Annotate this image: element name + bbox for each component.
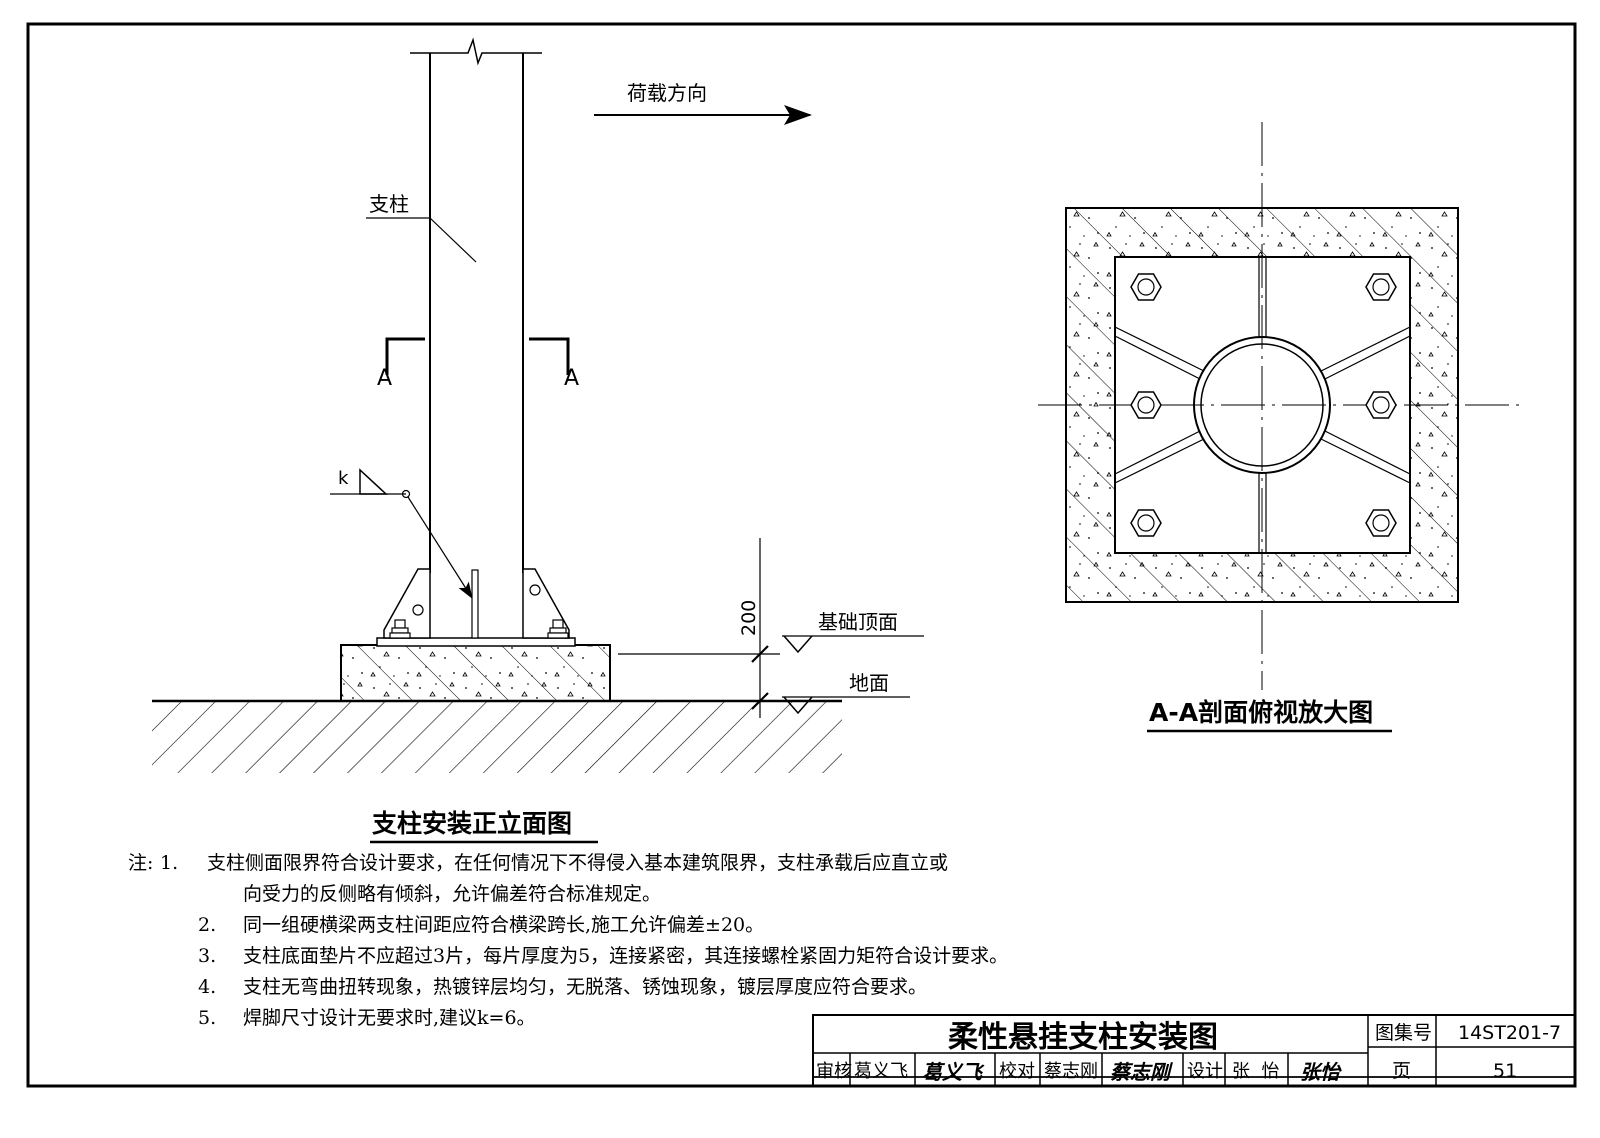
note-1-text-line-2: 向受力的反侧略有倾斜，允许偏差符合标准规定。	[243, 883, 662, 905]
center-stiffener	[471, 569, 479, 639]
note-1-line-1: 注: 1. 支柱侧面限界符合设计要求，在任何情况下不得侵入基本建筑限界，支柱承载…	[128, 848, 1128, 879]
column-label: 支柱	[369, 192, 409, 216]
check-signature: 蔡志刚	[1110, 1060, 1173, 1084]
base-plate	[376, 637, 576, 647]
bolt-mid-right	[1365, 391, 1397, 419]
ground-label: 地面	[849, 671, 889, 695]
foundation-top-marker	[783, 635, 813, 654]
bolt-mid-left	[1130, 391, 1162, 419]
signature-row-dividers	[1368, 1046, 1575, 1048]
note-3: 3. 支柱底面垫片不应超过3片，每片厚度为5，连接紧密，其连接螺栓紧固力矩符合设…	[128, 941, 1128, 972]
elevation-view: 支柱 A A 荷载方向 k 200 基础顶面 地面 支柱安装正立面图	[152, 37, 924, 844]
notes-block: 注: 1. 支柱侧面限界符合设计要求，在任何情况下不得侵入基本建筑限界，支柱承载…	[128, 848, 1128, 1034]
note-5: 5. 焊脚尺寸设计无要求时,建议k=6。	[128, 1003, 1128, 1034]
diagonal-stiffeners	[1114, 326, 1411, 484]
atlas-number: 14ST201-7	[1458, 1022, 1561, 1044]
section-letter-right: A	[564, 366, 579, 391]
review-name: 葛义飞	[854, 1061, 908, 1082]
note-1-line-2: 向受力的反侧略有倾斜，允许偏差符合标准规定。	[128, 879, 1128, 910]
drawing-title: 柔性悬挂支柱安装图	[948, 1020, 1218, 1055]
bolt-top-right	[1365, 273, 1397, 301]
load-direction-label: 荷载方向	[627, 81, 707, 105]
design-name: 张 怡	[1232, 1061, 1279, 1082]
break-line	[410, 37, 542, 66]
notes-prefix: 注:	[128, 852, 154, 874]
anchor-bolt-right	[547, 619, 569, 639]
section-letter-left: A	[377, 366, 392, 391]
bolt-top-left	[1130, 273, 1162, 301]
note-1-text-line-1: 支柱侧面限界符合设计要求，在任何情况下不得侵入基本建筑限界，支柱承载后应直立或	[207, 852, 949, 874]
weld-size-label: k	[338, 468, 349, 489]
bolt-bottom-right	[1365, 509, 1397, 537]
signature-row-real-geometry	[813, 1052, 1368, 1086]
title-block	[812, 1014, 1576, 1087]
section-view: A-A剖面俯视放大图	[1038, 122, 1520, 733]
foundation-block	[340, 644, 611, 702]
note-2-text: 同一组硬横梁两支柱间距应符合横梁跨长,施工允许偏差±20。	[243, 914, 765, 936]
weld-leader	[407, 496, 473, 600]
note-3-text: 支柱底面垫片不应超过3片，每片厚度为5，连接紧密，其连接螺栓紧固力矩符合设计要求…	[243, 945, 1009, 967]
note-2-number: 2.	[198, 914, 217, 936]
note-4-number: 4.	[198, 976, 217, 998]
foundation-top-label: 基础顶面	[818, 610, 898, 634]
section-title: A-A剖面俯视放大图	[1149, 698, 1373, 727]
note-4: 4. 支柱无弯曲扭转现象，热镀锌层均匀，无脱落、锈蚀现象，镀层厚度应符合要求。	[128, 972, 1128, 1003]
design-signature: 张怡	[1300, 1060, 1342, 1084]
page-label: 页	[1392, 1060, 1411, 1082]
column-leader	[429, 217, 477, 263]
fillet-weld-symbol	[359, 468, 388, 495]
atlas-label: 图集号	[1375, 1022, 1432, 1044]
review-signature: 葛义飞	[922, 1060, 985, 1084]
ground-marker	[783, 696, 813, 715]
section-mark-left	[385, 337, 425, 375]
page-number: 51	[1493, 1060, 1517, 1082]
check-label: 校对	[999, 1061, 1035, 1082]
section-mark-right	[529, 337, 570, 375]
note-4-text: 支柱无弯曲扭转现象，热镀锌层均匀，无脱落、锈蚀现象，镀层厚度应符合要求。	[243, 976, 928, 998]
note-1-number: 1.	[160, 852, 179, 874]
note-5-number: 5.	[198, 1007, 217, 1029]
ground-hatch	[152, 701, 842, 773]
anchor-bolt-left	[389, 619, 411, 639]
design-label: 设计	[1187, 1061, 1223, 1082]
dimension-value: 200	[738, 600, 760, 636]
bolt-bottom-left	[1130, 509, 1162, 537]
elevation-title: 支柱安装正立面图	[372, 809, 572, 838]
sheet-border	[26, 22, 1577, 1088]
review-label: 审核	[816, 1061, 852, 1082]
note-3-number: 3.	[198, 945, 217, 967]
note-5-text: 焊脚尺寸设计无要求时,建议k=6。	[243, 1007, 536, 1029]
note-2: 2. 同一组硬横梁两支柱间距应符合横梁跨长,施工允许偏差±20。	[128, 910, 1128, 941]
check-name: 蔡志刚	[1044, 1061, 1098, 1082]
